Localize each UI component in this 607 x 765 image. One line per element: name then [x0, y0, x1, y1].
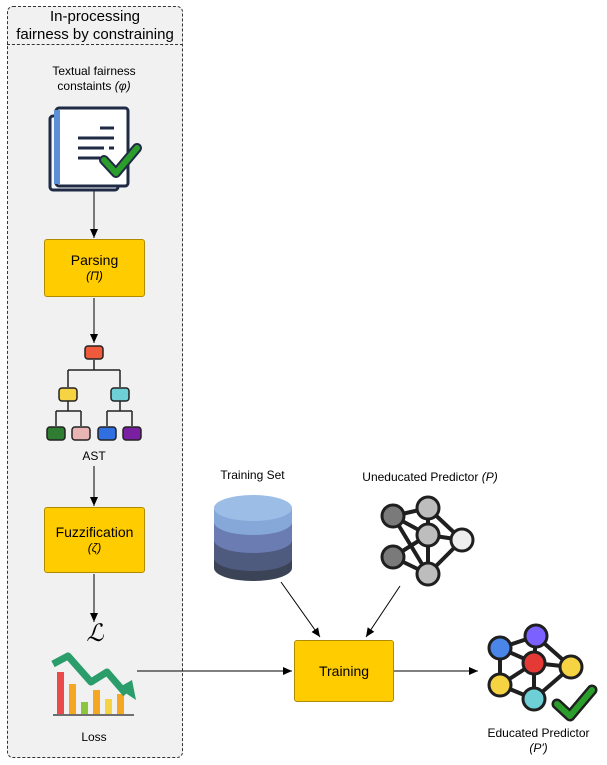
- educated-label-text: Educated Predictor: [487, 726, 590, 740]
- parsing-label: Parsing: [70, 252, 119, 268]
- zeta-symbol: (ζ): [87, 541, 102, 555]
- arrow-predictor-to-training: [365, 585, 401, 638]
- training-box: Training: [294, 640, 394, 702]
- loss-symbol: ℒ: [86, 619, 104, 647]
- panel-title-line2: fairness by constraining: [16, 26, 174, 43]
- uneducated-label-text: Uneducated Predictor: [362, 470, 479, 484]
- parsing-box: Parsing (Π): [44, 239, 145, 297]
- training-label: Training: [318, 662, 370, 679]
- fuzzification-label: Fuzzification: [55, 524, 134, 540]
- arrow-dataset-to-training: [280, 581, 321, 638]
- p-prime-symbol: (P'): [529, 741, 548, 755]
- p-symbol: (P): [481, 470, 498, 484]
- panel-title-line1: In-processing: [49, 8, 141, 25]
- constraints-label-line1: Textual fairness: [52, 64, 136, 78]
- ast-label: AST: [82, 449, 106, 463]
- loss-label: Loss: [81, 730, 107, 744]
- constraints-label-line2: constaints: [57, 79, 112, 93]
- pi-symbol: (Π): [86, 269, 103, 283]
- constraints-label: Textual fairness constaints (φ): [20, 64, 168, 94]
- panel-title: In-processing fairness by constraining: [7, 8, 183, 44]
- panel-title-divider: [7, 44, 183, 45]
- phi-symbol: (φ): [114, 79, 131, 93]
- uneducated-predictor-label: Uneducated Predictor (P): [340, 470, 520, 485]
- training-set-label: Training Set: [220, 468, 285, 482]
- fuzzification-box: Fuzzification (ζ): [44, 507, 145, 573]
- educated-predictor-label: Educated Predictor (P'): [470, 726, 607, 756]
